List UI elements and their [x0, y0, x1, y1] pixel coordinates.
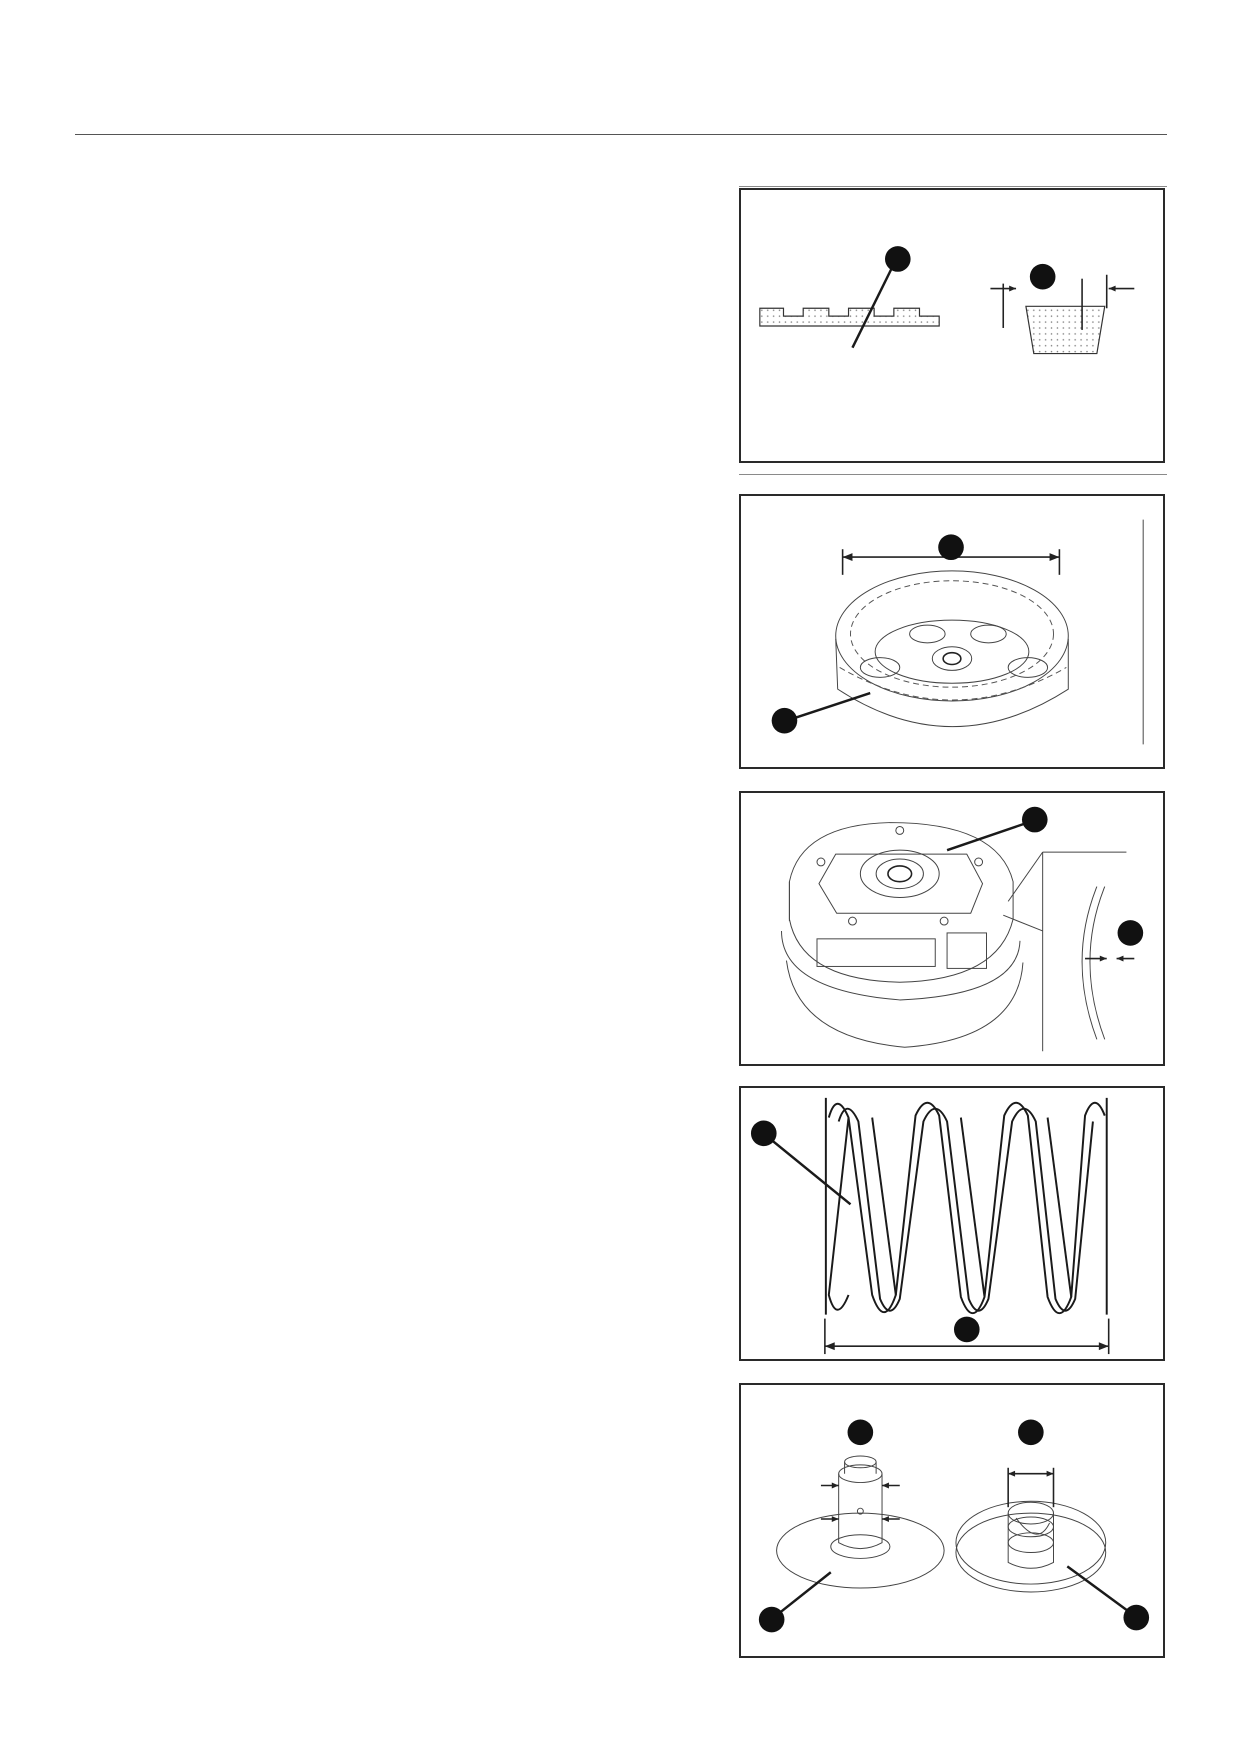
figure-sliding-sheave — [739, 1383, 1165, 1658]
callout-free-length — [953, 1316, 980, 1343]
belt-cross-section — [1025, 305, 1106, 355]
figure-top-border — [739, 186, 1167, 187]
callout-lining-thickness — [1117, 920, 1144, 946]
figure-clutch-spring — [739, 1086, 1165, 1361]
callout-2 — [1029, 263, 1056, 290]
figure-clutch-housing — [739, 494, 1165, 769]
figure-drive-belt — [739, 188, 1165, 463]
callout-sliding-sheave — [1123, 1604, 1150, 1631]
callout-clutch-shoe — [1021, 806, 1048, 833]
callout-fixed-sheave — [758, 1606, 785, 1633]
spring-coils — [824, 1097, 1108, 1315]
callout-diameter — [938, 534, 964, 561]
clutch-shoe-diagram — [781, 806, 1144, 1052]
header-rule — [75, 134, 1167, 135]
clutch-housing-diagram — [771, 519, 1144, 745]
callout-inside-diameter — [1018, 1419, 1044, 1446]
drive-belt-diagram — [759, 246, 1135, 355]
callout-outside-diameter — [847, 1419, 874, 1446]
sliding-sheave-diagram — [758, 1419, 1150, 1633]
figure-divider — [739, 474, 1167, 475]
callout-spring — [750, 1120, 777, 1147]
clutch-spring-diagram — [750, 1097, 1110, 1355]
callout-1 — [884, 246, 911, 272]
callout-housing — [771, 707, 798, 734]
figure-clutch-shoe — [739, 791, 1165, 1066]
belt-side-profile — [759, 307, 940, 327]
